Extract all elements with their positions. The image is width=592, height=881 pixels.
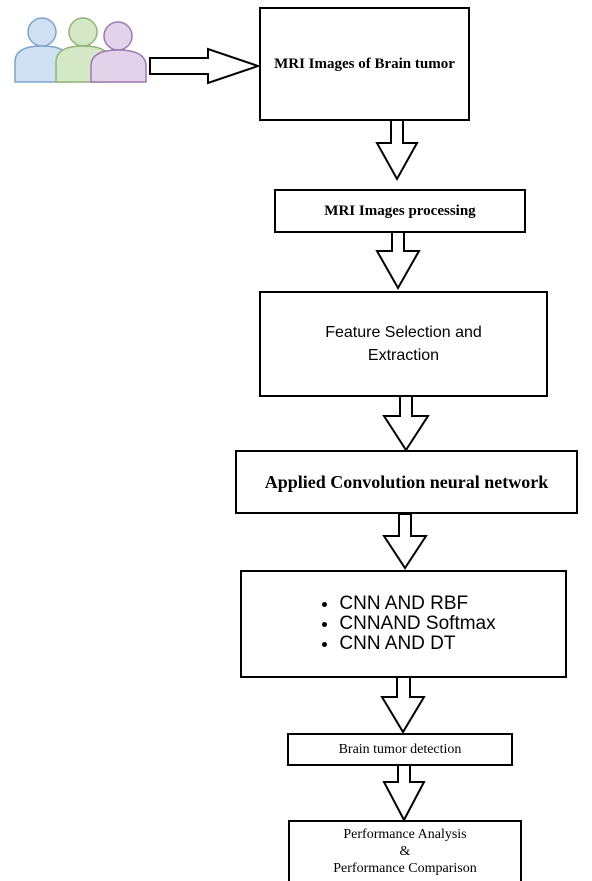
arrow-down-icon-3 (382, 395, 430, 452)
arrow-down-icon-4 (382, 513, 428, 570)
method-item: CNNAND Softmax (339, 614, 495, 634)
node-feature: Feature Selection and Extraction (259, 291, 548, 397)
node-cnn-label: Applied Convolution neural network (264, 472, 549, 492)
node-processing-label: MRI Images processing (324, 202, 476, 219)
node-processing: MRI Images processing (274, 189, 526, 233)
method-item: CNN AND DT (339, 634, 495, 654)
node-cnn: Applied Convolution neural network (235, 450, 578, 514)
user-purple-icon (90, 21, 147, 83)
node-analysis-line3: Performance Comparison (333, 861, 477, 876)
node-mri-images-label: MRI Images of Brain tumor (274, 56, 455, 72)
arrow-down-icon-1 (375, 119, 419, 182)
node-feature-label: Feature Selection and Extraction (325, 324, 482, 364)
node-analysis-line1: Performance Analysis (343, 827, 467, 842)
arrow-down-icon-5 (380, 675, 426, 734)
node-analysis: Performance Analysis & Performance Compa… (288, 820, 522, 881)
node-mri-images: MRI Images of Brain tumor (259, 7, 470, 121)
method-item: CNN AND RBF (339, 594, 495, 614)
arrow-right-icon (149, 47, 262, 85)
node-methods: CNN AND RBF CNNAND Softmax CNN AND DT (240, 570, 567, 678)
arrow-down-icon-2 (375, 231, 421, 291)
node-detection: Brain tumor detection (287, 733, 513, 766)
node-detection-label: Brain tumor detection (338, 741, 462, 757)
users-group-icon (14, 17, 147, 83)
methods-list: CNN AND RBF CNNAND Softmax CNN AND DT (311, 594, 495, 654)
arrow-down-icon-6 (382, 764, 426, 823)
node-analysis-line2: & (399, 844, 411, 859)
